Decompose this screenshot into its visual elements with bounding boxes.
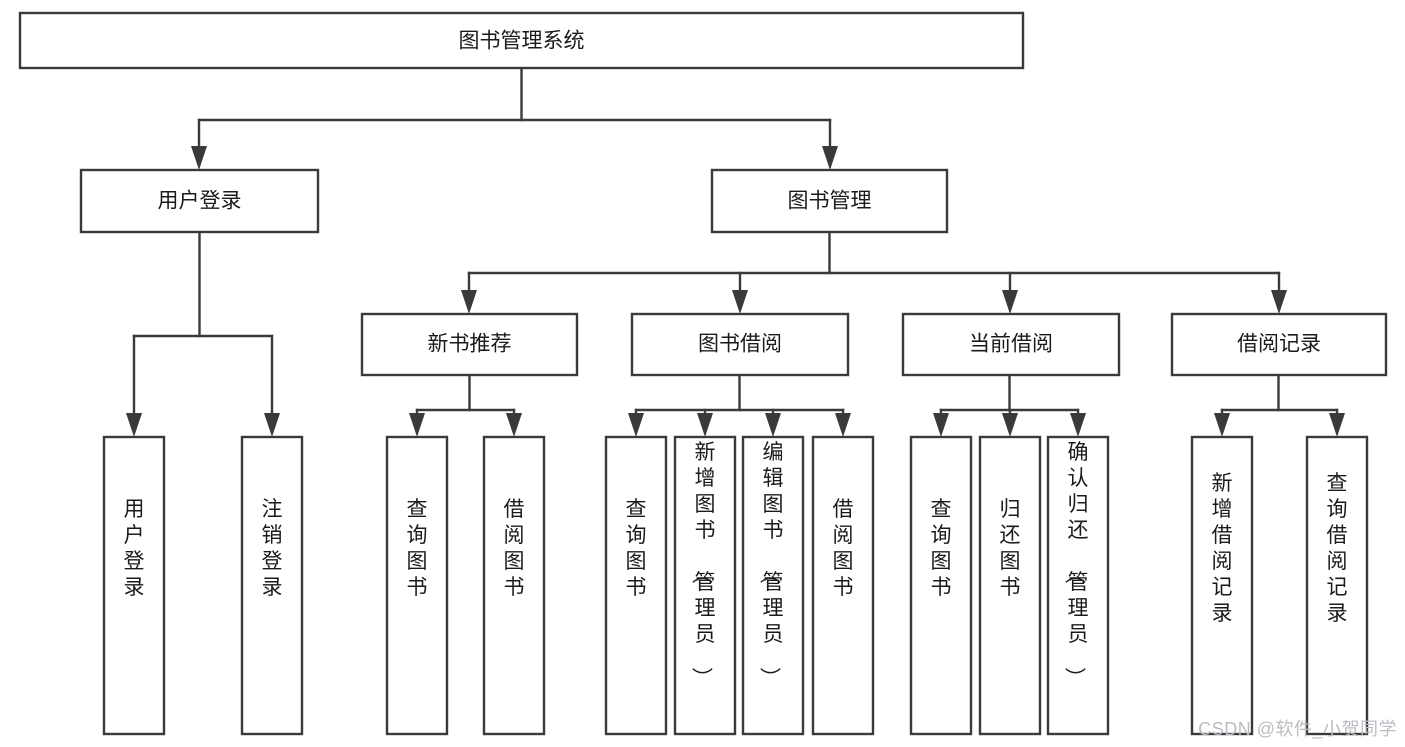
connector-currentborrow-to-leaves bbox=[933, 373, 1086, 437]
leaf-current-borrow-confirm[interactable]: 确认归还（管理员） bbox=[1046, 435, 1110, 736]
leaf-book-borrow-borrow-label: 借阅图书 bbox=[833, 498, 854, 599]
node-borrow-record[interactable]: 借阅记录 bbox=[1170, 312, 1388, 377]
leaf-new-book-query[interactable]: 查询图书 bbox=[385, 435, 449, 736]
connector-userlogin-to-leaves bbox=[126, 230, 280, 437]
node-book-management[interactable]: 图书管理 bbox=[710, 168, 949, 234]
leaf-current-borrow-query-label: 查询图书 bbox=[931, 498, 952, 599]
leaf-book-borrow-query[interactable]: 查询图书 bbox=[604, 435, 668, 736]
node-user-login[interactable]: 用户登录 bbox=[79, 168, 320, 234]
leaf-book-borrow-borrow[interactable]: 借阅图书 bbox=[811, 435, 875, 736]
leaf-user-login-login[interactable]: 用户登录 bbox=[102, 435, 166, 736]
leaf-current-borrow-confirm-label: 确认归还（管理员） bbox=[1063, 441, 1089, 688]
connector-borrowrecord-to-leaves bbox=[1214, 373, 1345, 437]
leaf-borrow-record-add-label: 新增借阅记录 bbox=[1212, 472, 1233, 625]
leaf-current-borrow-return-label: 归还图书 bbox=[1000, 498, 1021, 599]
leaf-new-book-query-label: 查询图书 bbox=[407, 498, 428, 599]
node-current-borrow[interactable]: 当前借阅 bbox=[901, 312, 1121, 377]
leaf-user-login-logout[interactable]: 注销登录 bbox=[240, 435, 304, 736]
leaf-new-book-borrow-label: 借阅图书 bbox=[504, 498, 525, 599]
node-current-borrow-label: 当前借阅 bbox=[969, 333, 1053, 356]
node-new-book-recommend-label: 新书推荐 bbox=[428, 333, 512, 356]
node-root-label: 图书管理系统 bbox=[459, 30, 585, 53]
leaf-borrow-record-add[interactable]: 新增借阅记录 bbox=[1190, 435, 1254, 736]
node-user-login-label: 用户登录 bbox=[158, 190, 242, 213]
leaf-new-book-borrow[interactable]: 借阅图书 bbox=[482, 435, 546, 736]
node-book-management-label: 图书管理 bbox=[788, 190, 872, 213]
leaf-user-login-login-label: 用户登录 bbox=[124, 498, 145, 599]
node-root-system[interactable]: 图书管理系统 bbox=[18, 11, 1025, 70]
node-new-book-recommend[interactable]: 新书推荐 bbox=[360, 312, 579, 377]
leaf-book-borrow-add[interactable]: 新增图书（管理员） bbox=[673, 435, 737, 736]
node-book-borrow[interactable]: 图书借阅 bbox=[630, 312, 850, 377]
csdn-watermark: CSDN @软件_小贺同学 bbox=[1198, 719, 1397, 739]
connector-newbook-to-leaves bbox=[409, 373, 522, 437]
leaf-borrow-record-query[interactable]: 查询借阅记录 bbox=[1305, 435, 1369, 736]
connector-root-to-level2 bbox=[191, 66, 838, 170]
leaf-user-login-logout-label: 注销登录 bbox=[262, 498, 283, 599]
node-borrow-record-label: 借阅记录 bbox=[1237, 333, 1321, 356]
leaf-book-borrow-edit[interactable]: 编辑图书（管理员） bbox=[741, 435, 805, 736]
leaf-book-borrow-edit-label: 编辑图书（管理员） bbox=[758, 441, 784, 688]
connector-bookborrow-to-leaves bbox=[628, 373, 851, 437]
node-book-borrow-label: 图书借阅 bbox=[698, 333, 782, 356]
leaf-book-borrow-query-label: 查询图书 bbox=[626, 498, 647, 599]
connector-bookmgmt-to-level3 bbox=[461, 230, 1287, 314]
leaf-current-borrow-return[interactable]: 归还图书 bbox=[978, 435, 1042, 736]
leaf-book-borrow-add-label: 新增图书（管理员） bbox=[690, 441, 716, 688]
leaf-borrow-record-query-label: 查询借阅记录 bbox=[1327, 472, 1348, 625]
leaf-current-borrow-query[interactable]: 查询图书 bbox=[909, 435, 973, 736]
